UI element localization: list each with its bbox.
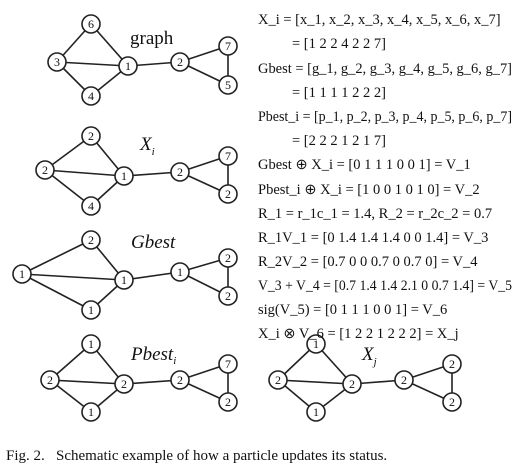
svg-text:7: 7: [225, 39, 231, 53]
node: 2: [218, 392, 238, 412]
svg-text:2: 2: [225, 251, 231, 265]
node: 2: [170, 370, 190, 390]
panel-title: Xi: [139, 134, 155, 158]
panel-xj: 1 2 1 2 2 2 2 Xj: [268, 334, 462, 422]
svg-text:3: 3: [54, 55, 60, 69]
node: 2: [114, 374, 134, 394]
equation-line: Gbest ⊕ X_i = [0 1 1 1 0 0 1] = V_1: [258, 157, 471, 173]
svg-text:2: 2: [275, 373, 281, 387]
node: 2: [81, 126, 101, 146]
node: 2: [218, 184, 238, 204]
svg-text:1: 1: [313, 405, 319, 419]
panel-title: Pbesti: [130, 344, 176, 367]
node: 2: [218, 248, 238, 268]
svg-text:4: 4: [88, 199, 94, 213]
node: 1: [81, 300, 101, 320]
panel-gbest: 2 1 1 1 1 2 2 Gbest: [12, 230, 238, 320]
panel-xi: 2 2 4 1 2 7 2 Xi: [35, 126, 238, 216]
node: 2: [218, 286, 238, 306]
equation-line: R_1V_1 = [0 1.4 1.4 1.4 0 0 1.4] = V_3: [258, 230, 488, 246]
equation-line: sig(V_5) = [0 1 1 1 0 0 1] = V_6: [258, 302, 447, 318]
svg-text:2: 2: [225, 187, 231, 201]
equation-line: = [1 1 1 1 2 2 2]: [292, 85, 386, 101]
node: 4: [81, 196, 101, 216]
svg-text:1: 1: [19, 267, 25, 281]
equation-line: Gbest = [g_1, g_2, g_3, g_4, g_5, g_6, g…: [258, 61, 512, 77]
node: 1: [12, 264, 32, 284]
panel-pbest: 1 2 1 2 2 7 2 Pbesti: [40, 334, 238, 422]
node: 4: [81, 86, 101, 106]
panel-title: Xj: [361, 344, 377, 368]
svg-text:1: 1: [88, 405, 94, 419]
equation-line: X_i = [x_1, x_2, x_3, x_4, x_5, x_6, x_7…: [258, 12, 501, 28]
node: 1: [118, 56, 138, 76]
svg-text:2: 2: [88, 233, 94, 247]
equation-line: R_2V_2 = [0.7 0 0 0.7 0 0.7 0] = V_4: [258, 254, 478, 270]
equation-list: X_i = [x_1, x_2, x_3, x_4, x_5, x_6, x_7…: [258, 12, 512, 342]
node: 2: [268, 370, 288, 390]
svg-text:2: 2: [177, 373, 183, 387]
panel-graph: 6 3 4 1 2 7 5 graph: [47, 14, 238, 106]
node: 1: [114, 270, 134, 290]
svg-text:2: 2: [121, 377, 127, 391]
node: 5: [218, 75, 238, 95]
svg-text:1: 1: [125, 59, 131, 73]
svg-text:2: 2: [47, 373, 53, 387]
node: 2: [35, 160, 55, 180]
svg-text:1: 1: [88, 303, 94, 317]
node: 1: [306, 402, 326, 422]
node: 1: [81, 334, 101, 354]
svg-text:1: 1: [177, 265, 183, 279]
svg-text:7: 7: [225, 357, 231, 371]
svg-text:1: 1: [313, 337, 319, 351]
node: 2: [394, 370, 414, 390]
svg-text:6: 6: [88, 17, 94, 31]
svg-text:1: 1: [121, 169, 127, 183]
svg-text:2: 2: [449, 395, 455, 409]
node: 6: [81, 14, 101, 34]
svg-text:2: 2: [88, 129, 94, 143]
svg-text:2: 2: [225, 289, 231, 303]
node: 1: [81, 402, 101, 422]
svg-text:2: 2: [177, 165, 183, 179]
svg-text:1: 1: [88, 337, 94, 351]
svg-text:1: 1: [121, 273, 127, 287]
svg-text:4: 4: [88, 89, 94, 103]
figure-caption: Fig. 2. Schematic example of how a parti…: [6, 448, 387, 464]
panel-title: Gbest: [131, 232, 176, 253]
svg-text:2: 2: [349, 377, 355, 391]
equation-line: Pbest_i = [p_1, p_2, p_3, p_4, p_5, p_6,…: [258, 109, 512, 125]
node: 2: [170, 52, 190, 72]
node: 2: [81, 230, 101, 250]
equation-line: X_i ⊗ V_6 = [1 2 2 1 2 2 2] = X_j: [258, 326, 459, 342]
node: 2: [40, 370, 60, 390]
svg-text:2: 2: [401, 373, 407, 387]
node: 1: [114, 166, 134, 186]
svg-text:5: 5: [225, 78, 231, 92]
equation-line: R_1 = r_1c_1 = 1.4, R_2 = r_2c_2 = 0.7: [258, 206, 492, 222]
equation-line: = [1 2 2 4 2 2 7]: [292, 36, 386, 52]
equation-line: Pbest_i ⊕ X_i = [1 0 0 1 0 1 0] = V_2: [258, 182, 480, 198]
node: 7: [218, 36, 238, 56]
node: 2: [442, 354, 462, 374]
svg-text:2: 2: [449, 357, 455, 371]
node: 3: [47, 52, 67, 72]
node: 2: [170, 162, 190, 182]
panel-title: graph: [130, 28, 174, 49]
node: 2: [342, 374, 362, 394]
svg-text:7: 7: [225, 149, 231, 163]
equation-line: = [2 2 2 1 2 1 7]: [292, 133, 386, 149]
node: 1: [170, 262, 190, 282]
svg-text:2: 2: [225, 395, 231, 409]
node: 2: [442, 392, 462, 412]
node: 1: [306, 334, 326, 354]
node: 7: [218, 354, 238, 374]
equation-line: V_3 + V_4 = [0.7 1.4 1.4 2.1 0 0.7 1.4] …: [258, 278, 512, 294]
svg-text:2: 2: [177, 55, 183, 69]
svg-text:2: 2: [42, 163, 48, 177]
node: 7: [218, 146, 238, 166]
